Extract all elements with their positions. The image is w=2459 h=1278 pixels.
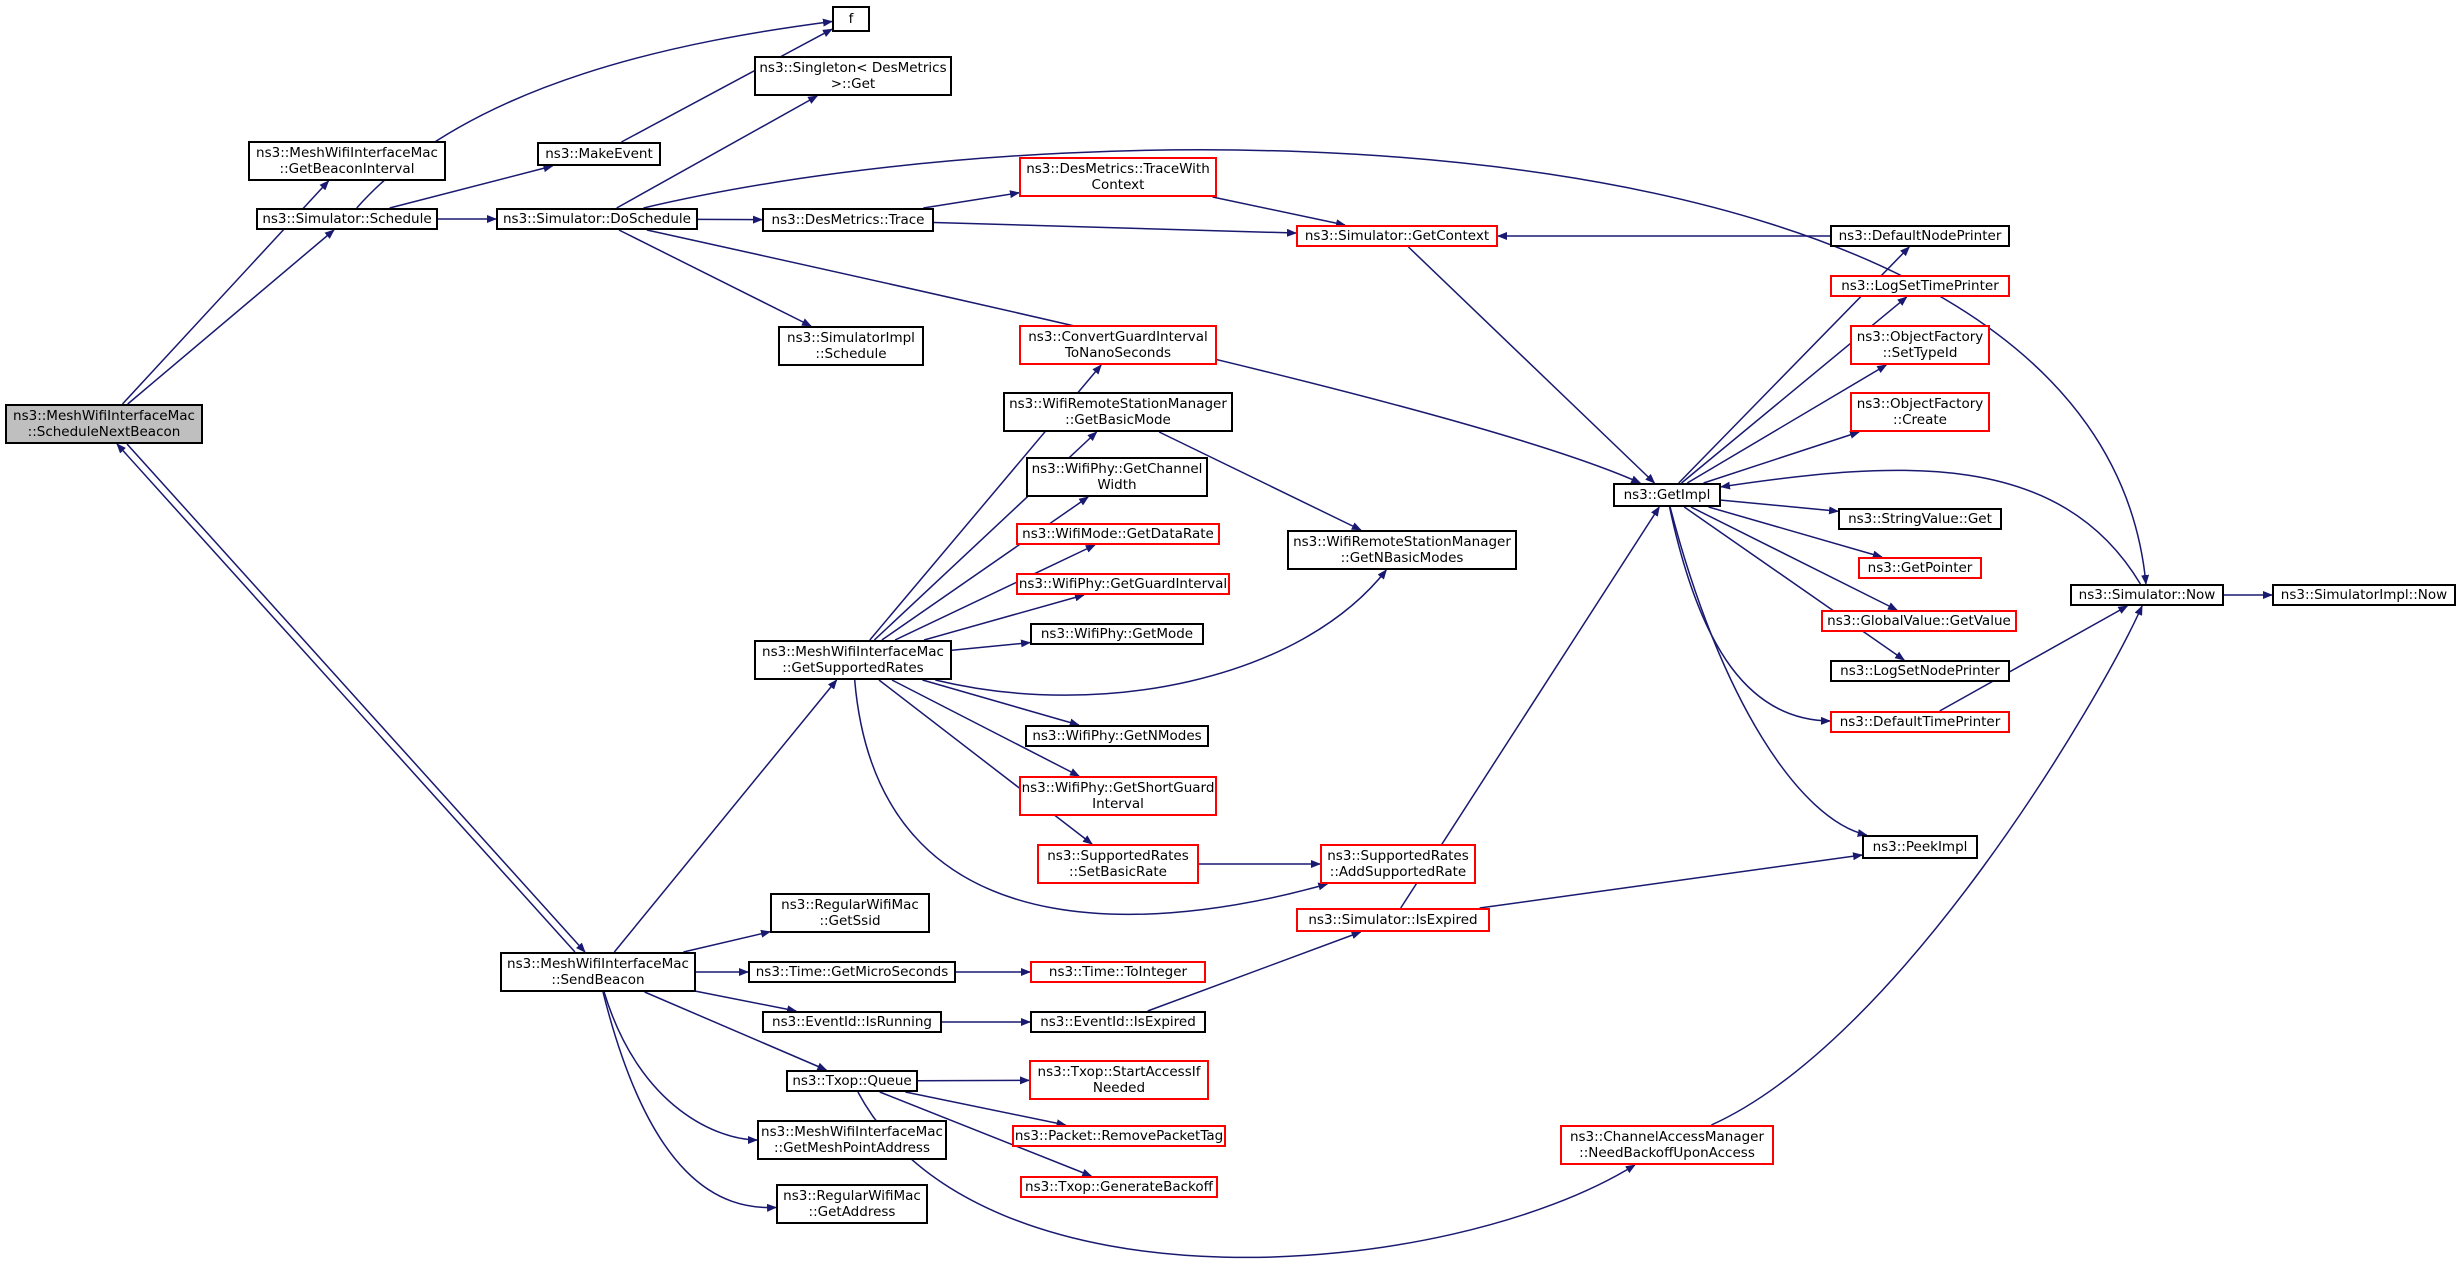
edge-get_impl-to-object_factory_set_type_id xyxy=(1686,364,1888,484)
node-get-n-basic-modes[interactable]: ns3::WifiRemoteStationManager ::GetNBasi… xyxy=(1287,530,1517,570)
node-add-supported-rate[interactable]: ns3::SupportedRates ::AddSupportedRate xyxy=(1320,844,1476,884)
node-get-basic-mode[interactable]: ns3::WifiRemoteStationManager ::GetBasic… xyxy=(1003,392,1233,432)
node-get-supported-rates[interactable]: ns3::MeshWifiInterfaceMac ::GetSupported… xyxy=(754,640,952,680)
node-remove-packet-tag[interactable]: ns3::Packet::RemovePacketTag xyxy=(1012,1125,1226,1147)
node-global-value-get-value[interactable]: ns3::GlobalValue::GetValue xyxy=(1821,610,2017,632)
node-get-short-guard-interval[interactable]: ns3::WifiPhy::GetShortGuard Interval xyxy=(1019,776,1217,816)
node-get-mode[interactable]: ns3::WifiPhy::GetMode xyxy=(1030,623,1204,645)
edge-get_impl-to-string_value_get xyxy=(1720,499,1839,515)
edge-layer xyxy=(116,18,2273,1259)
node-simulator-is-expired[interactable]: ns3::Simulator::IsExpired xyxy=(1296,908,1490,932)
edge-do_schedule-to-get_impl xyxy=(646,229,1642,484)
edge-desmetrics_trace-to-get_context xyxy=(933,221,1297,237)
node-regular-get-address[interactable]: ns3::RegularWifiMac ::GetAddress xyxy=(776,1184,928,1224)
edge-eventid_is_expired-to-simulator_is_expired xyxy=(1147,931,1362,1012)
edge-get_supported_rates-to-get_n_basic_modes xyxy=(935,569,1387,696)
edge-schedule_next_beacon-to-simulator_schedule xyxy=(127,229,335,405)
edge-get_impl-to-get_pointer xyxy=(1708,506,1883,559)
node-desmetrics-trace[interactable]: ns3::DesMetrics::Trace xyxy=(762,208,934,232)
edge-get_basic_mode-to-get_n_basic_modes xyxy=(1158,431,1362,531)
node-need-backoff-upon-access[interactable]: ns3::ChannelAccessManager ::NeedBackoffU… xyxy=(1560,1125,1774,1165)
edge-get_impl-to-object_factory_create xyxy=(1703,431,1860,484)
node-get-ssid[interactable]: ns3::RegularWifiMac ::GetSsid xyxy=(770,893,930,933)
edge-do_schedule-to-simulatorimpl_schedule xyxy=(618,229,812,327)
edge-get_impl-to-default_time_printer xyxy=(1668,506,1831,725)
edge-get_supported_rates-to-set_basic_rate xyxy=(878,679,1093,845)
node-txop-queue[interactable]: ns3::Txop::Queue xyxy=(786,1070,918,1092)
node-get-impl[interactable]: ns3::GetImpl xyxy=(1613,483,1721,507)
edge-get_impl-to-peek_impl xyxy=(1669,506,1868,837)
node-set-basic-rate[interactable]: ns3::SupportedRates ::SetBasicRate xyxy=(1037,844,1199,884)
node-simulator-now[interactable]: ns3::Simulator::Now xyxy=(2070,584,2224,606)
node-simulatorimpl-schedule[interactable]: ns3::SimulatorImpl ::Schedule xyxy=(778,326,924,366)
edge-need_backoff_upon_access-to-simulator_now xyxy=(1711,605,2143,1126)
node-start-access-if-needed[interactable]: ns3::Txop::StartAccessIf Needed xyxy=(1029,1060,1209,1100)
node-make-event[interactable]: ns3::MakeEvent xyxy=(537,142,661,166)
node-do-schedule[interactable]: ns3::Simulator::DoSchedule xyxy=(496,208,698,230)
node-schedule-next-beacon: ns3::MeshWifiInterfaceMac ::ScheduleNext… xyxy=(5,404,203,444)
edge-default_time_printer-to-simulator_now xyxy=(1939,605,2129,712)
edge-txop_queue-to-generate_backoff xyxy=(879,1091,1093,1177)
edge-trace_with_context-to-get_context xyxy=(1212,196,1346,228)
edge-send_beacon-to-get_mesh_point_address xyxy=(603,991,758,1144)
node-get-pointer[interactable]: ns3::GetPointer xyxy=(1858,557,1982,579)
node-default-node-printer[interactable]: ns3::DefaultNodePrinter xyxy=(1830,225,2010,247)
edge-desmetrics_trace-to-trace_with_context xyxy=(923,190,1020,209)
node-get-context[interactable]: ns3::Simulator::GetContext xyxy=(1296,225,1498,247)
edge-make_event-to-f xyxy=(621,28,833,143)
edge-txop_queue-to-remove_packet_tag xyxy=(905,1091,1067,1128)
edge-get_supported_rates-to-get_channel_width xyxy=(881,496,1089,641)
edge-txop_queue-to-need_backoff_upon_access xyxy=(857,1091,1636,1259)
node-eventid-is-running[interactable]: ns3::EventId::IsRunning xyxy=(762,1011,942,1033)
node-get-mesh-point-address[interactable]: ns3::MeshWifiInterfaceMac ::GetMeshPoint… xyxy=(757,1120,947,1160)
node-get-micro-seconds[interactable]: ns3::Time::GetMicroSeconds xyxy=(748,961,956,983)
node-object-factory-create[interactable]: ns3::ObjectFactory ::Create xyxy=(1850,392,1990,432)
edge-send_beacon-to-txop_queue xyxy=(644,991,828,1071)
node-peek-impl[interactable]: ns3::PeekImpl xyxy=(1862,835,1978,859)
node-eventid-is-expired[interactable]: ns3::EventId::IsExpired xyxy=(1030,1011,1206,1033)
edge-do_schedule-to-simulator_now xyxy=(643,149,2150,585)
node-default-time-printer[interactable]: ns3::DefaultTimePrinter xyxy=(1830,711,2010,733)
edge-simulator_is_expired-to-peek_impl xyxy=(1479,852,1863,909)
edge-get_supported_rates-to-add_supported_rate xyxy=(853,679,1329,916)
edge-do_schedule-to-singleton_get xyxy=(616,95,819,209)
edge-simulator_is_expired-to-get_impl xyxy=(1400,506,1660,909)
node-get-guard-interval[interactable]: ns3::WifiPhy::GetGuardInterval xyxy=(1016,573,1230,595)
edge-send_beacon-to-eventid_is_running xyxy=(695,990,798,1014)
edge-get_supported_rates-to-get_guard_interval xyxy=(923,593,1085,641)
edge-get_context-to-get_impl xyxy=(1407,246,1656,484)
edge-simulator_now-to-get_impl xyxy=(1720,469,2142,585)
node-generate-backoff[interactable]: ns3::Txop::GenerateBackoff xyxy=(1020,1176,1218,1198)
node-log-set-time-printer[interactable]: ns3::LogSetTimePrinter xyxy=(1830,275,2010,297)
node-string-value-get[interactable]: ns3::StringValue::Get xyxy=(1838,508,2002,530)
node-send-beacon[interactable]: ns3::MeshWifiInterfaceMac ::SendBeacon xyxy=(500,952,696,992)
node-get-channel-width[interactable]: ns3::WifiPhy::GetChannel Width xyxy=(1026,457,1208,497)
edge-get_impl-to-global_value_get_value xyxy=(1690,506,1898,611)
node-get-beacon-interval[interactable]: ns3::MeshWifiInterfaceMac ::GetBeaconInt… xyxy=(248,141,446,181)
node-to-integer[interactable]: ns3::Time::ToInteger xyxy=(1030,961,1206,983)
edge-send_beacon-to-regular_get_address xyxy=(602,991,777,1212)
edge-get_supported_rates-to-get_short_guard_interval xyxy=(891,679,1080,777)
node-log-set-node-printer[interactable]: ns3::LogSetNodePrinter xyxy=(1830,660,2010,682)
edge-get_supported_rates-to-get_mode xyxy=(951,639,1031,651)
edge-send_beacon-to-schedule_next_beacon xyxy=(116,443,576,953)
node-simulator-schedule[interactable]: ns3::Simulator::Schedule xyxy=(256,208,438,230)
edge-schedule_next_beacon-to-send_beacon xyxy=(126,443,586,953)
node-convert-guard-interval[interactable]: ns3::ConvertGuardInterval ToNanoSeconds xyxy=(1019,325,1217,365)
node-f[interactable]: f xyxy=(832,6,870,32)
node-get-data-rate[interactable]: ns3::WifiMode::GetDataRate xyxy=(1016,523,1220,545)
node-trace-with-context[interactable]: ns3::DesMetrics::TraceWith Context xyxy=(1019,157,1217,197)
edge-send_beacon-to-get_supported_rates xyxy=(613,679,838,953)
edge-get_impl-to-log_set_node_printer xyxy=(1683,506,1906,661)
edge-get_supported_rates-to-get_data_rate xyxy=(894,544,1096,641)
edge-simulator_schedule-to-make_event xyxy=(389,164,554,209)
edge-get_supported_rates-to-get_n_modes xyxy=(922,679,1080,727)
edge-send_beacon-to-get_ssid xyxy=(683,929,771,953)
node-get-n-modes[interactable]: ns3::WifiPhy::GetNModes xyxy=(1025,725,1209,747)
node-object-factory-set-type-id[interactable]: ns3::ObjectFactory ::SetTypeId xyxy=(1850,325,1990,365)
node-simulatorimpl-now[interactable]: ns3::SimulatorImpl::Now xyxy=(2272,584,2456,606)
node-singleton-get[interactable]: ns3::Singleton< DesMetrics >::Get xyxy=(754,56,952,96)
